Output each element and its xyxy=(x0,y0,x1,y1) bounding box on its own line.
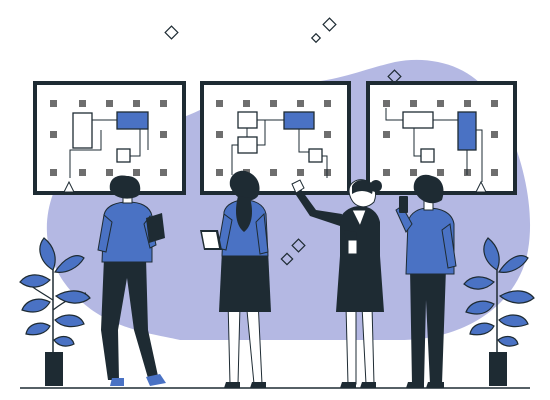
flow-box xyxy=(72,112,93,149)
flow-box-highlight xyxy=(283,111,315,130)
flow-box-highlight xyxy=(116,111,149,130)
flowchart-board-left xyxy=(33,81,186,195)
grid-nodes xyxy=(50,100,167,176)
flowchart-board-center xyxy=(200,81,351,195)
flow-box xyxy=(402,111,434,129)
man-with-tablet xyxy=(97,175,166,386)
flow-box xyxy=(237,111,258,129)
flow-box xyxy=(237,136,258,154)
flow-box xyxy=(308,148,323,163)
man-with-phone xyxy=(395,174,457,388)
woman-presenting xyxy=(291,179,384,388)
flowchart-board-right xyxy=(366,81,517,195)
flow-box-highlight xyxy=(457,111,477,151)
potted-plant-right xyxy=(463,237,535,386)
flow-box xyxy=(420,148,435,163)
flow-box xyxy=(116,148,131,163)
woman-with-laptop xyxy=(200,170,271,388)
potted-plant-left xyxy=(19,237,91,386)
